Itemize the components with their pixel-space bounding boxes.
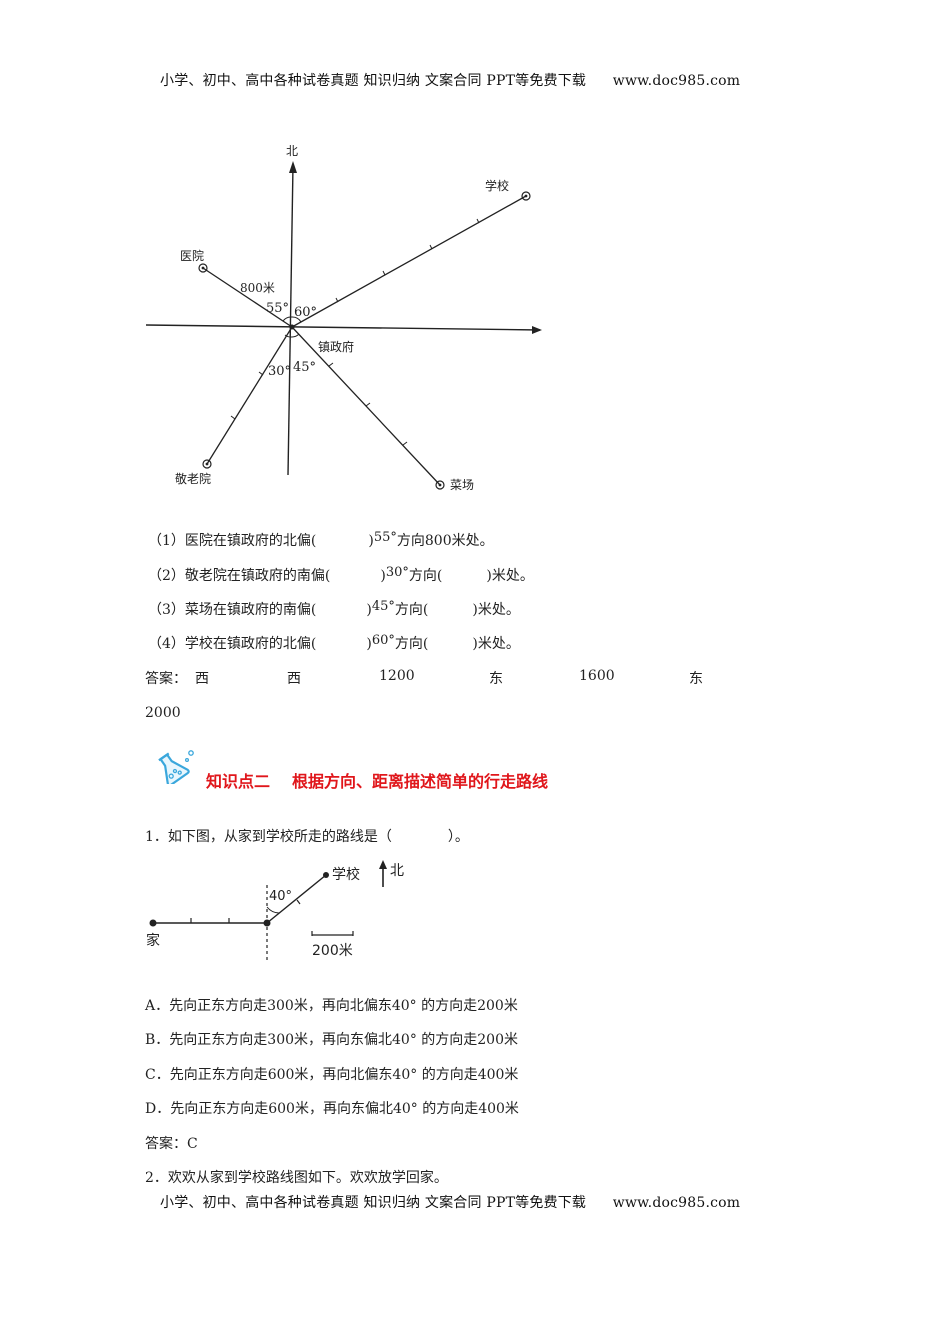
footer-url: www.doc985.com [612, 1195, 741, 1211]
answer-value: 西 [287, 671, 301, 687]
angle-label: 40° [269, 889, 292, 904]
question-1: （1）医院在镇政府的北偏()55°方向800米处。 [148, 530, 494, 549]
question-2: （2）敬老院在镇政府的南偏()30°方向()米处。 [148, 565, 534, 584]
answer-1-continuation: 2000 [145, 705, 181, 721]
problem-1-stem: 1．如下图，从家到学校所走的路线是（）。 [145, 829, 469, 845]
route-diagram: 40° 学校 家 北 200米 [140, 855, 440, 965]
north-label: 北 [286, 144, 298, 158]
center-label: 镇政府 [318, 339, 354, 354]
answer-value: 1200 [379, 668, 415, 684]
home-label: 家 [146, 932, 160, 949]
footer-text: 小学、初中、高中各种试卷真题 知识归纳 文案合同 PPT等免费下载 [160, 1195, 587, 1211]
angle-hospital: 55° [266, 301, 289, 316]
problem-2-stem: 2．欢欢从家到学校路线图如下。欢欢放学回家。 [145, 1170, 448, 1186]
header-url: www.doc985.com [612, 73, 741, 89]
north-label: 北 [390, 863, 404, 879]
header-text: 小学、初中、高中各种试卷真题 知识归纳 文案合同 PPT等免费下载 [160, 73, 587, 89]
answer-value: 1600 [579, 668, 615, 684]
answer-value: 西 [195, 671, 209, 687]
option-d[interactable]: D．先向正东方向走600米，再向东偏北40° 的方向走400米 [145, 1101, 519, 1117]
page-footer: 小学、初中、高中各种试卷真题 知识归纳 文案合同 PPT等免费下载 www.do… [160, 1192, 740, 1212]
knowledge-point-number: 知识点二 [206, 772, 271, 791]
page-header: 小学、初中、高中各种试卷真题 知识归纳 文案合同 PPT等免费下载 www.do… [160, 70, 740, 90]
option-c[interactable]: C．先向正东方向走600米，再向北偏东40° 的方向走400米 [145, 1067, 519, 1083]
market-label: 菜场 [450, 478, 474, 492]
scale-label: 200米 [312, 943, 353, 959]
knowledge-point-title: 根据方向、距离描述简单的行走路线 [292, 772, 549, 791]
school-label: 学校 [485, 178, 509, 193]
answer-value: 东 [489, 671, 503, 687]
knowledge-point-heading: 知识点二 根据方向、距离描述简单的行走路线 [206, 768, 548, 792]
question-3: （3）菜场在镇政府的南偏()45°方向()米处。 [148, 599, 520, 618]
answer-value: 东 [689, 671, 703, 687]
answer-label: 答案： [145, 671, 187, 687]
school-label: 学校 [332, 866, 360, 883]
nursing-home-label: 敬老院 [175, 472, 211, 486]
option-b[interactable]: B．先向正东方向走300米，再向东偏北40° 的方向走200米 [145, 1032, 518, 1048]
hospital-label: 医院 [180, 249, 204, 263]
answer-1: 答案： 西 西 1200 东 1600 东 [145, 668, 745, 688]
question-4: （4）学校在镇政府的北偏()60°方向()米处。 [148, 633, 520, 652]
direction-map-diagram: 北 医院 800米 学校 敬老院 菜场 55° [140, 135, 560, 510]
answer-2: 答案：C [145, 1136, 198, 1152]
angle-school: 60° [294, 305, 317, 320]
angle-nursing: 30° [268, 364, 291, 379]
option-a[interactable]: A．先向正东方向走300米，再向北偏东40° 的方向走200米 [145, 998, 518, 1014]
hospital-distance: 800米 [240, 281, 275, 295]
angle-market: 45° [293, 360, 316, 375]
flask-icon [155, 748, 197, 787]
